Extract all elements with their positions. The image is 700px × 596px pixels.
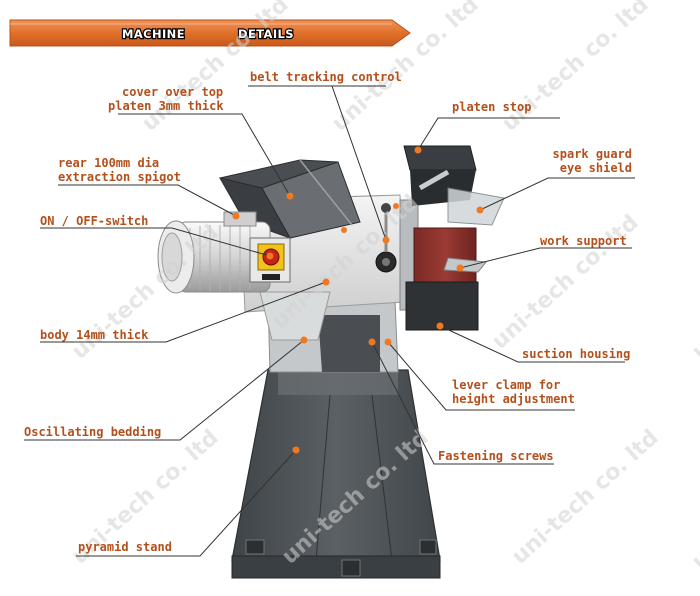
leader-suction xyxy=(439,325,625,363)
watermark-text: uni-tech co. ltd xyxy=(687,430,700,574)
pyramid-stand xyxy=(231,369,441,579)
leader-lines xyxy=(24,85,635,557)
watermark-text: uni-tech co. ltd xyxy=(687,220,700,364)
dot-work-support xyxy=(456,264,464,272)
leader-fastening xyxy=(371,341,554,465)
label-fastening: Fastening screws xyxy=(438,449,554,463)
watermark-text: uni-tech co. ltd xyxy=(507,425,663,569)
label-belt-tracking: belt tracking control xyxy=(250,70,402,84)
header-banner: MACHINE DETAILS xyxy=(9,19,411,47)
watermark-text: uni-tech co. ltd xyxy=(487,210,643,354)
dot-switch xyxy=(266,252,274,260)
label-switch: ON / OFF-switch xyxy=(40,214,149,228)
leader-work-support xyxy=(459,247,632,269)
belt-assembly xyxy=(375,145,505,331)
leader-belt-tracking xyxy=(248,85,387,241)
leader-body xyxy=(40,281,327,343)
label-cover-line1: cover over top xyxy=(122,85,224,99)
label-lever-line2: height adjustment xyxy=(452,392,575,406)
dot-belt-tracking xyxy=(382,236,390,244)
leader-cover xyxy=(118,113,291,197)
belt-grinder-illustration xyxy=(157,145,505,579)
leader-spark-guard xyxy=(479,177,635,211)
label-rear-line1: rear 100mm dia xyxy=(58,156,160,170)
callout-dots xyxy=(232,146,484,454)
dot-body xyxy=(322,278,330,286)
banner-title-machine: MACHINE xyxy=(122,27,185,41)
dot-oscillating xyxy=(300,336,308,344)
label-oscillating: Oscillating bedding xyxy=(24,425,162,439)
dot-lever-clamp xyxy=(384,338,392,346)
leader-lever-clamp xyxy=(387,341,575,411)
leader-pyramid xyxy=(76,449,297,557)
banner-title-details: DETAILS xyxy=(238,27,294,41)
dot-cover xyxy=(286,192,294,200)
dot-rear-spigot xyxy=(232,212,240,220)
label-rear-line2: extraction spigot xyxy=(58,170,181,184)
label-suction: suction housing xyxy=(522,347,631,361)
label-body: body 14mm thick xyxy=(40,328,149,342)
label-spark-line1: spark guard xyxy=(552,147,632,161)
dot-body-extra xyxy=(341,227,347,233)
label-work-support: work support xyxy=(540,234,627,248)
switch-box xyxy=(249,237,291,283)
label-lever-line1: lever clamp for xyxy=(452,378,561,392)
dot-fastening xyxy=(368,338,376,346)
label-cover-line2: platen 3mm thick xyxy=(108,99,224,113)
dot-pyramid xyxy=(292,446,300,454)
label-platen-stop: platen stop xyxy=(452,100,532,114)
leader-switch xyxy=(40,227,271,257)
banner-arrow xyxy=(9,19,411,47)
leader-platen-stop xyxy=(417,117,560,151)
dot-platen-stop xyxy=(414,146,422,154)
dot-body-extra xyxy=(393,203,399,209)
dot-suction xyxy=(436,322,444,330)
dot-spark-guard xyxy=(476,206,484,214)
label-spark-line2: eye shield xyxy=(559,161,632,175)
label-pyramid: pyramid stand xyxy=(78,540,172,554)
leader-oscillating xyxy=(24,339,305,441)
watermark-text: uni-tech co. ltd xyxy=(497,0,653,136)
top-cover xyxy=(218,159,361,239)
leader-rear-spigot xyxy=(58,184,237,217)
